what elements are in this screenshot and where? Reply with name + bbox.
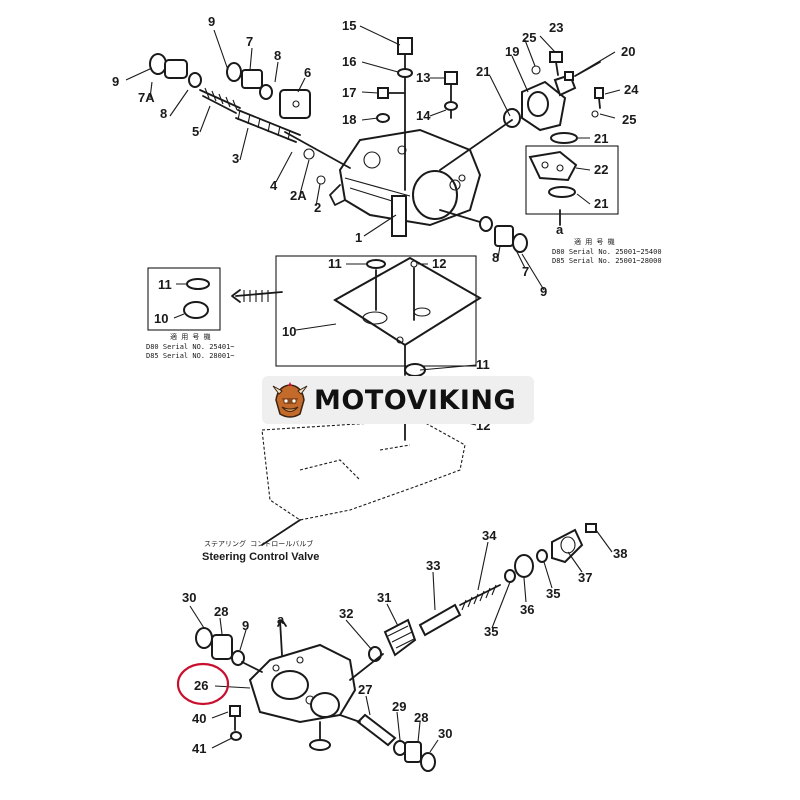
svg-text:11: 11	[158, 277, 172, 292]
svg-text:16: 16	[342, 54, 356, 69]
svg-text:30: 30	[438, 726, 452, 741]
svg-text:6: 6	[304, 65, 311, 80]
spool-components	[149, 53, 351, 185]
viking-mascot-icon	[272, 382, 308, 418]
svg-text:2: 2	[314, 200, 321, 215]
svg-text:12: 12	[432, 256, 446, 271]
svg-text:9: 9	[112, 74, 119, 89]
svg-text:10: 10	[282, 324, 296, 339]
lower-parts-bottom	[229, 705, 436, 772]
svg-text:9: 9	[540, 284, 547, 299]
svg-text:13: 13	[416, 70, 430, 85]
fitting-assembly-right	[439, 51, 619, 226]
gasket-plate	[275, 255, 482, 376]
svg-text:40: 40	[192, 711, 206, 726]
svg-text:8: 8	[492, 250, 499, 265]
svg-text:37: 37	[578, 570, 592, 585]
svg-text:17: 17	[342, 85, 356, 100]
valve-body-bottom	[248, 619, 357, 724]
svg-text:28: 28	[414, 710, 428, 725]
svg-text:26: 26	[194, 678, 208, 693]
svg-text:19: 19	[505, 44, 519, 59]
svg-text:9: 9	[242, 618, 249, 633]
spool-right-bottom	[349, 523, 597, 681]
svg-text:7A: 7A	[138, 90, 155, 105]
logo-text: MOTOVIKING	[314, 384, 517, 416]
svg-text:a: a	[277, 612, 285, 627]
valve-body-top	[329, 128, 482, 237]
svg-text:10: 10	[154, 311, 168, 326]
svg-text:24: 24	[624, 82, 639, 97]
svg-text:2A: 2A	[290, 188, 307, 203]
svg-text:20: 20	[621, 44, 635, 59]
svg-text:適 用 号 機: 適 用 号 機	[574, 237, 615, 246]
svg-text:21: 21	[476, 64, 490, 79]
svg-text:25: 25	[522, 30, 536, 45]
svg-text:18: 18	[342, 112, 356, 127]
left-seals-bottom	[195, 627, 263, 673]
bolts-top	[376, 37, 458, 191]
svg-text:41: 41	[192, 741, 206, 756]
svg-text:D85 Serial No. 25001~28000: D85 Serial No. 25001~28000	[552, 257, 662, 265]
svg-text:4: 4	[270, 178, 278, 193]
svg-text:D80 Serial No. 25001~25400: D80 Serial No. 25001~25400	[552, 248, 662, 256]
svg-text:7: 7	[522, 264, 529, 279]
svg-text:Steering Control Valve: Steering Control Valve	[202, 551, 319, 563]
svg-text:27: 27	[358, 682, 372, 697]
svg-text:9: 9	[208, 14, 215, 29]
inset-box-left	[147, 267, 283, 331]
motoviking-logo: MOTOVIKING	[262, 376, 534, 424]
leader-lines	[125, 25, 621, 753]
seals-right	[439, 209, 528, 253]
svg-text:35: 35	[546, 586, 560, 601]
svg-text:8: 8	[160, 106, 167, 121]
svg-text:35: 35	[484, 624, 498, 639]
svg-text:15: 15	[342, 18, 356, 33]
svg-text:5: 5	[192, 124, 199, 139]
svg-text:25: 25	[622, 112, 636, 127]
svg-text:3: 3	[232, 151, 239, 166]
svg-text:38: 38	[613, 546, 627, 561]
svg-text:28: 28	[214, 604, 228, 619]
svg-text:33: 33	[426, 558, 440, 573]
svg-text:14: 14	[416, 108, 431, 123]
svg-text:21: 21	[594, 131, 608, 146]
svg-text:34: 34	[482, 528, 497, 543]
svg-text:ステアリング コントロールバルブ: ステアリング コントロールバルブ	[204, 539, 313, 548]
highlight-circle	[176, 662, 230, 706]
svg-text:1: 1	[355, 230, 362, 245]
svg-text:8: 8	[274, 48, 281, 63]
svg-text:21: 21	[594, 196, 608, 211]
svg-text:36: 36	[520, 602, 534, 617]
svg-text:30: 30	[182, 590, 196, 605]
svg-text:32: 32	[339, 606, 353, 621]
svg-text:D85 Serial NO. 28001~: D85 Serial NO. 28001~	[146, 352, 235, 360]
svg-text:a: a	[556, 222, 564, 237]
svg-text:11: 11	[328, 256, 342, 271]
svg-text:23: 23	[549, 20, 563, 35]
captions: 適 用 号 機 D80 Serial No. 25001~25400 D85 S…	[146, 237, 662, 563]
svg-text:22: 22	[594, 162, 608, 177]
svg-text:7: 7	[246, 34, 253, 49]
svg-text:11: 11	[476, 357, 490, 372]
svg-text:D80 Serial NO. 25401~: D80 Serial NO. 25401~	[146, 343, 235, 351]
part-numbers: 9 7 8 6 9 7A 8 5 3 4 2A 2 1 15 16 17 18 …	[112, 14, 639, 756]
svg-text:適 用 号 機: 適 用 号 機	[170, 332, 211, 341]
svg-text:29: 29	[392, 699, 406, 714]
svg-text:31: 31	[377, 590, 391, 605]
